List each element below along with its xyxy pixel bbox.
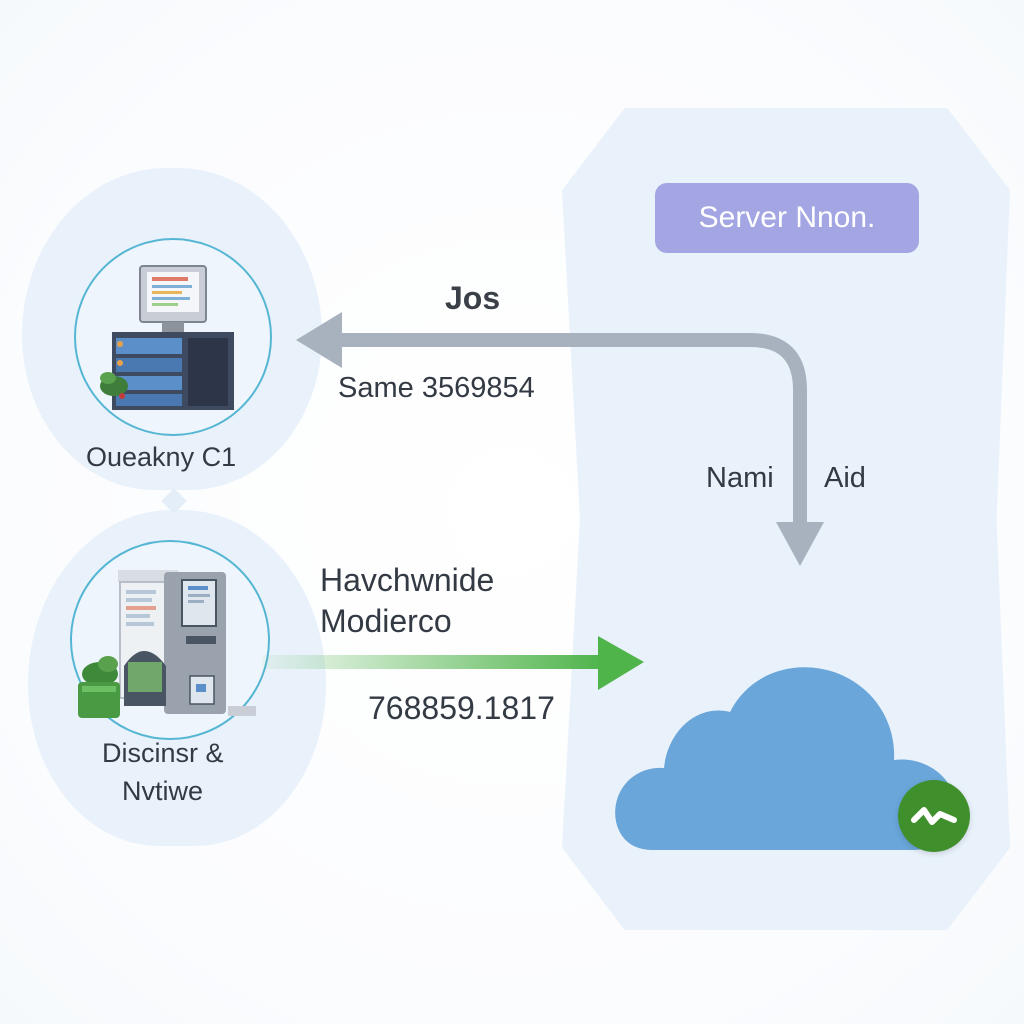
kiosk-machine-icon	[78, 570, 256, 718]
bottom-flow-title-line2: Modierco	[320, 603, 452, 639]
top-flow-title: Jos	[445, 280, 501, 316]
server-rack-icon	[100, 265, 234, 410]
bottom-flow-value: 768859.1817	[368, 690, 555, 726]
top-flow-value: Same 3569854	[338, 372, 535, 404]
wave-check-icon	[898, 780, 970, 852]
device-label-top: Oueakny C1	[86, 442, 237, 472]
bottom-flow-title-line1: Havchwnide	[320, 562, 495, 598]
branch-label-left: Nami	[706, 462, 774, 494]
device-label-bottom-line2: Nvtiwe	[122, 776, 204, 806]
server-badge: Server Nnon.	[655, 183, 919, 253]
branch-label-right: Aid	[824, 462, 866, 494]
cloud-icon	[615, 667, 957, 850]
device-label-bottom-line1: Discinsr &	[102, 738, 224, 768]
